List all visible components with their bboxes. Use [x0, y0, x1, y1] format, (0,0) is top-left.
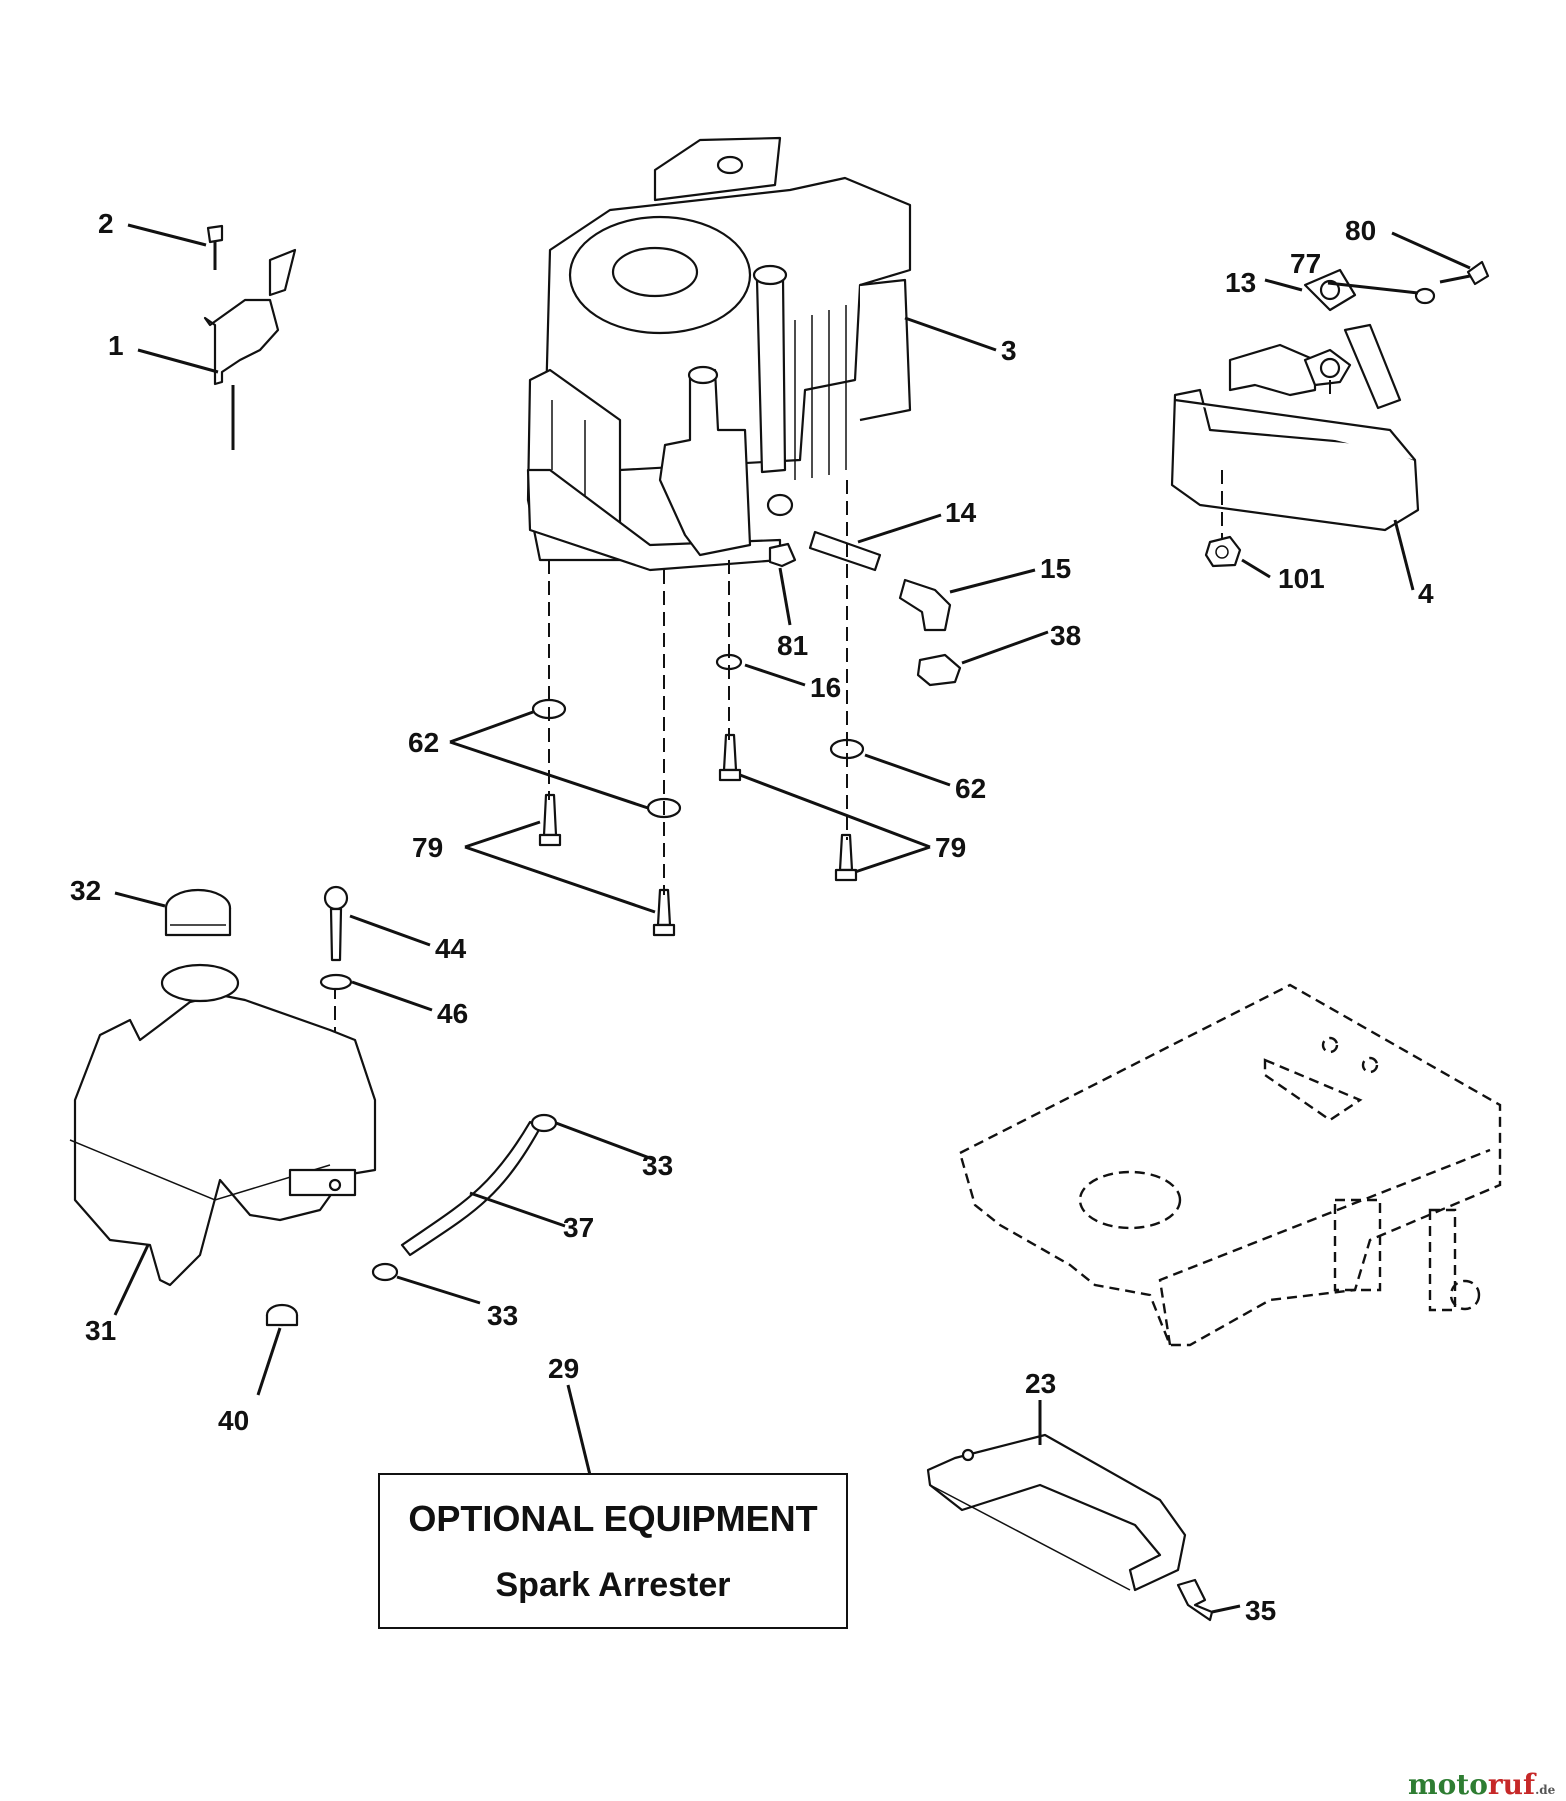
fuel-cap-part [164, 888, 232, 937]
callout-33a: 33 [642, 1150, 673, 1181]
engine-part [526, 136, 912, 572]
optional-equipment-title: OPTIONAL EQUIPMENT [408, 1497, 818, 1539]
callout-32: 32 [70, 875, 101, 906]
alignment-lines [334, 380, 1331, 1170]
watermark-logo: motoruf.de [1408, 1768, 1555, 1801]
callout-33b: 33 [487, 1300, 518, 1331]
callout-3: 3 [1001, 335, 1017, 366]
callout-1: 1 [108, 330, 124, 361]
callout-31: 31 [85, 1315, 116, 1346]
callout-62a: 62 [408, 727, 439, 758]
callout-4: 4 [1418, 578, 1434, 609]
frame-reference [958, 983, 1502, 1347]
choke-control-part [203, 224, 297, 450]
elbow-15-part [898, 578, 952, 632]
callout-79b: 79 [935, 832, 966, 863]
spark-arrester-label: Spark Arrester [495, 1565, 731, 1604]
callout-40: 40 [218, 1405, 249, 1436]
pipe-14-part [808, 530, 882, 572]
washer-46-part [319, 973, 353, 991]
watermark-part1: moto [1408, 1768, 1488, 1801]
callout-46: 46 [437, 998, 468, 1029]
nut-101-part [1204, 535, 1242, 568]
callout-62b: 62 [955, 773, 986, 804]
callout-44: 44 [435, 933, 467, 964]
nut-81-part [768, 542, 797, 568]
fuel-line-part [400, 1120, 542, 1257]
callout-101: 101 [1278, 563, 1325, 594]
callout-16: 16 [810, 672, 841, 703]
callout-37: 37 [563, 1212, 594, 1243]
callout-15: 15 [1040, 553, 1071, 584]
callout-81: 81 [777, 630, 808, 661]
callout-29: 29 [548, 1353, 579, 1384]
watermark-part2: ruf [1487, 1768, 1536, 1801]
callout-80: 80 [1345, 215, 1376, 246]
callout-labels: 1 2 3 4 13 14 15 16 23 29 31 32 33 33 35… [70, 208, 1434, 1626]
bolt-80-part [1414, 260, 1490, 305]
callout-13: 13 [1225, 267, 1256, 298]
heat-shield-part [926, 1433, 1187, 1592]
bolt-79-part [538, 733, 858, 937]
optional-equipment-box: OPTIONAL EQUIPMENT Spark Arrester [378, 1473, 848, 1629]
washer-62-part [531, 698, 865, 819]
callout-2: 2 [98, 208, 114, 239]
fuel-tank-part [69, 963, 377, 1287]
leader-lines [113, 223, 1471, 1614]
nut-38-part [916, 653, 962, 687]
muffler-part [1170, 323, 1420, 532]
gasket-part [1303, 268, 1357, 387]
screw-44-part [323, 885, 349, 962]
callout-77: 77 [1290, 248, 1321, 279]
callout-35: 35 [1245, 1595, 1276, 1626]
callout-38: 38 [1050, 620, 1081, 651]
watermark-part3: .de [1535, 1783, 1556, 1797]
spacer-40-part [265, 1303, 299, 1327]
screw-35-part [1176, 1578, 1214, 1622]
callout-14: 14 [945, 497, 977, 528]
callout-23: 23 [1025, 1368, 1056, 1399]
callout-79a: 79 [412, 832, 443, 863]
